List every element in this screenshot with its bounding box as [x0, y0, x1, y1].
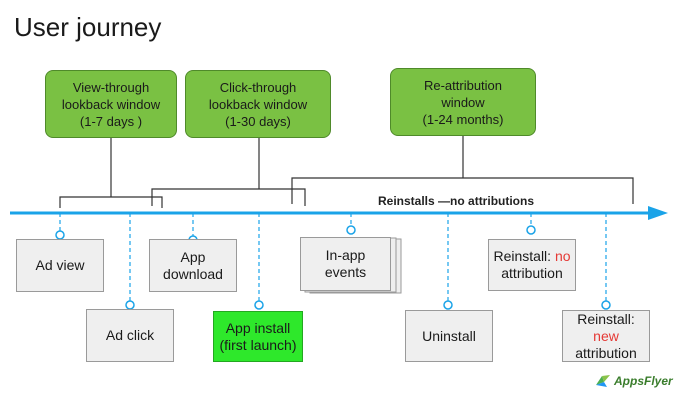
app-download-line-1: App: [180, 248, 206, 265]
click-through-line-2: lookback window: [208, 96, 308, 112]
re-attribution-line-3: (1-24 months): [422, 111, 504, 127]
in-app-events-line-1: In-app: [325, 247, 366, 263]
reinstall-no-attribution-box: Reinstall: no attribution: [488, 239, 576, 291]
reinstall-new-suffix: attribution: [575, 344, 637, 361]
reinstall-no-highlight: no: [554, 248, 571, 264]
click-window-bracket: [151, 188, 306, 206]
ad-click-box: Ad click: [86, 309, 174, 362]
app-install-line-2: (first launch): [219, 336, 297, 353]
app-install-line-1: App install: [225, 319, 291, 336]
re-attribution-window-box: Re-attribution window (1-24 months): [390, 68, 536, 136]
app-install-dot: [254, 300, 264, 310]
ad-view-box: Ad view: [16, 239, 104, 292]
page-title: User journey: [14, 12, 162, 42]
re-attribution-line-2: window: [441, 94, 485, 110]
timeline-arrowhead: [648, 206, 668, 220]
re-attribution-line-1: Re-attribution: [423, 77, 503, 93]
ad-view-label: Ad view: [35, 257, 85, 273]
reinstall-new-prefix: Reinstall:: [577, 310, 635, 327]
ad-click-dot: [125, 300, 135, 310]
reattribution-window-bracket: [291, 177, 634, 204]
logo-text: AppsFlyer: [614, 374, 673, 388]
view-through-line-3: (1-7 days ): [79, 113, 143, 129]
in-app-events-line-2: events: [324, 264, 367, 280]
click-through-line-3: (1-30 days): [225, 113, 291, 129]
uninstall-label: Uninstall: [422, 327, 476, 344]
timeline-label: Reinstalls —no attributions: [378, 194, 535, 208]
appsflyer-logo: AppsFlyer: [594, 373, 673, 389]
ad-view-dot: [55, 230, 65, 240]
reinstall-no-suffix: attribution: [501, 265, 563, 281]
app-download-line-2: download: [163, 265, 223, 282]
app-download-box: App download: [149, 239, 237, 292]
view-through-window-box: View-through lookback window (1-7 days ): [45, 70, 177, 138]
reinstall-no-line-1: Reinstall: no: [489, 248, 575, 265]
uninstall-dot: [443, 300, 453, 310]
click-through-line-1: Click-through: [219, 79, 297, 95]
reinstall-new-attribution-box: Reinstall: new attribution: [562, 310, 650, 362]
uninstall-box: Uninstall: [405, 310, 493, 362]
ad-click-label: Ad click: [105, 327, 155, 343]
view-through-line-1: View-through: [72, 79, 150, 95]
in-app-events-dot: [346, 225, 356, 235]
app-install-box: App install (first launch): [213, 311, 303, 362]
click-through-window-box: Click-through lookback window (1-30 days…: [185, 70, 331, 138]
view-through-line-2: lookback window: [61, 96, 161, 112]
appsflyer-bird-icon: [596, 375, 610, 387]
reinstall-new-dot: [601, 300, 611, 310]
reinstall-no-prefix: Reinstall:: [493, 248, 552, 264]
view-window-bracket: [59, 196, 163, 208]
reinstall-new-highlight: new: [593, 327, 619, 344]
reinstall-no-dot: [526, 225, 536, 235]
in-app-events-box: In-app events: [300, 237, 391, 291]
